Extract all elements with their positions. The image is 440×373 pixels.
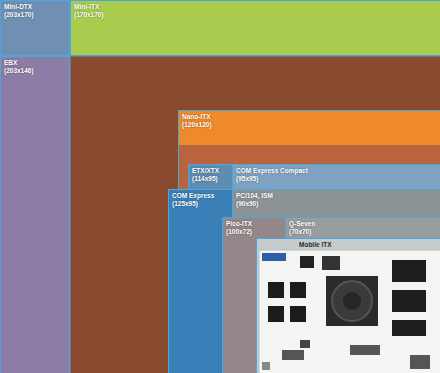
- form-factor-name: PC/104, ISM: [236, 192, 438, 200]
- form-factor-name: Q-Seven: [289, 220, 438, 228]
- form-factor-size: (90x90): [236, 200, 438, 208]
- form-factor-size: (100x72): [226, 228, 438, 236]
- form-factor-name: COM Express: [172, 192, 438, 200]
- form-factor-size: (70x70): [289, 228, 438, 236]
- board-illustration: [259, 250, 440, 373]
- form-factor-size: (203x170): [4, 11, 66, 19]
- form-factor-name: Mini-DTX: [4, 3, 66, 11]
- form-factor-name: ETX/XTX: [192, 167, 438, 175]
- form-factor-box: Mini-DTX(203x170): [0, 0, 70, 56]
- form-factor-size: (95x95): [236, 175, 438, 183]
- form-factor-size: (114x95): [192, 175, 438, 183]
- form-factor-size: (125x95): [172, 200, 438, 208]
- form-factor-box: Mini-ITX(170x170): [70, 0, 440, 56]
- form-factor-size: (170x170): [74, 11, 438, 19]
- form-factor-name: Nano-ITX: [182, 113, 438, 121]
- form-factor-box: EBX(203x146): [0, 56, 70, 373]
- form-factor-name: COM Express Compact: [236, 167, 438, 175]
- form-factor-name: Mobile ITX: [299, 241, 438, 249]
- brown-region: [70, 56, 440, 373]
- form-factor-name: Pico-ITX: [226, 220, 438, 228]
- form-factor-size: (203x146): [4, 67, 66, 75]
- form-factor-name: Mini-ITX: [74, 3, 438, 11]
- form-factor-name: EBX: [4, 59, 66, 67]
- form-factor-size: (120x120): [182, 121, 438, 129]
